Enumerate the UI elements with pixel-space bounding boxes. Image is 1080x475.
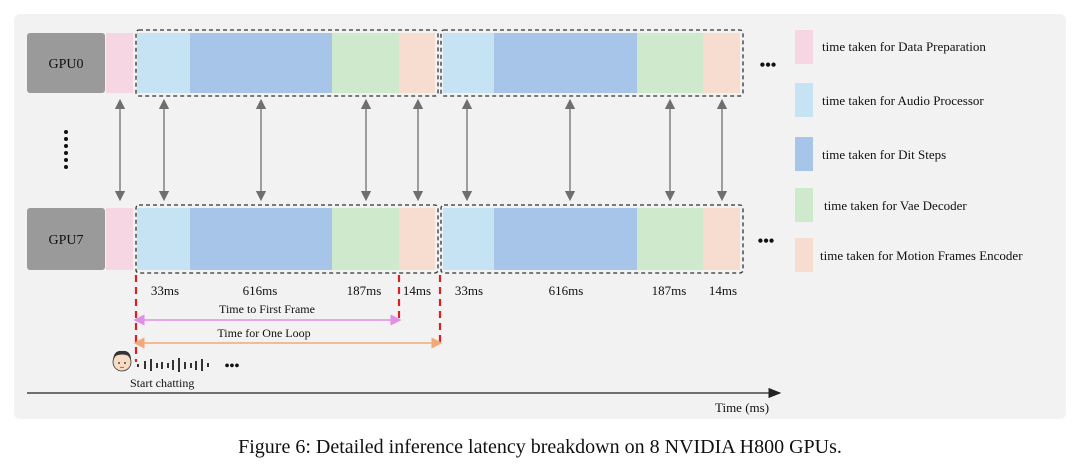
duration-labels: 33ms 616ms 187ms 14ms 33ms 616ms 187ms 1…	[151, 283, 737, 298]
start-chatting-label: Start chatting	[130, 376, 194, 390]
gpu0-loop2-dashed-frame	[440, 29, 744, 97]
legend-swatch-vae-decoder	[795, 188, 813, 222]
gpu7-loop2-motion-frames-encoder-segment	[703, 208, 740, 270]
legend-item-dit-steps: time taken for Dit Steps	[795, 137, 946, 171]
gpu7-row: GPU7 •••	[27, 204, 775, 274]
time-axis-label: Time (ms)	[715, 400, 769, 415]
loop1-motion-duration: 14ms	[403, 283, 431, 298]
loop1-audio-duration: 33ms	[151, 283, 179, 298]
gpu0-row: GPU0 •••	[27, 29, 777, 97]
legend-item-motion-frames-encoder: time taken for Motion Frames Encoder	[795, 238, 1023, 272]
loop1-dit-duration: 616ms	[243, 283, 278, 298]
gpu7-loop2-audio-processor-segment	[443, 208, 494, 270]
gpu7-loop2-dit-steps-segment	[494, 208, 637, 270]
legend-item-audio-processor: time taken for Audio Processor	[795, 83, 984, 117]
gpu7-loop1-dashed-frame	[135, 204, 439, 274]
gpu7-data-preparation-segment	[106, 208, 133, 270]
gpu0-loop1-vae-decoder-segment	[332, 33, 399, 93]
gpu0-horizontal-ellipsis: •••	[760, 57, 777, 74]
gpu0-loop1-motion-frames-encoder-segment	[399, 33, 435, 93]
time-to-first-frame-label: Time to First Frame	[219, 302, 315, 316]
gpu0-loop1-dashed-frame	[135, 29, 439, 97]
time-for-one-loop-label: Time for One Loop	[217, 326, 310, 340]
loop1-vae-duration: 187ms	[347, 283, 382, 298]
legend-item-data-preparation: time taken for Data Preparation	[795, 30, 986, 64]
loop2-audio-duration: 33ms	[455, 283, 483, 298]
waveform-ellipsis: •••	[225, 359, 240, 374]
latency-diagram: GPU0 ••• GPU7	[27, 29, 1023, 415]
gpu7-loop2-dashed-frame	[440, 204, 744, 274]
figure-caption: Figure 6: Detailed inference latency bre…	[238, 436, 842, 458]
gpu7-horizontal-ellipsis: •••	[758, 233, 775, 250]
legend-swatch-motion-frames-encoder	[795, 238, 813, 272]
time-axis: Time (ms)	[27, 387, 782, 415]
gpu0-label: GPU0	[48, 57, 83, 72]
gpu0-loop2-motion-frames-encoder-segment	[703, 33, 740, 93]
gpu0-loop2-vae-decoder-segment	[637, 33, 703, 93]
loop2-dit-duration: 616ms	[549, 283, 584, 298]
legend-label-motion-frames-encoder: time taken for Motion Frames Encoder	[820, 248, 1023, 263]
gpu0-data-preparation-segment	[106, 33, 133, 93]
gpu0-loop2-audio-processor-segment	[443, 33, 494, 93]
legend-item-vae-decoder: time taken for Vae Decoder	[795, 188, 967, 222]
time-for-one-loop: Time for One Loop	[133, 326, 443, 349]
legend-label-dit-steps: time taken for Dit Steps	[822, 147, 946, 162]
gpu7-loop1-dit-steps-segment	[190, 208, 332, 270]
gpu7-loop1-vae-decoder-segment	[332, 208, 399, 270]
legend: time taken for Data Preparation time tak…	[795, 30, 1023, 272]
legend-swatch-dit-steps	[795, 137, 813, 171]
gpu0-loop1-dit-steps-segment	[190, 33, 332, 93]
loop2-vae-duration: 187ms	[652, 283, 687, 298]
legend-swatch-data-preparation	[795, 30, 813, 64]
legend-label-vae-decoder: time taken for Vae Decoder	[824, 198, 967, 213]
legend-swatch-audio-processor	[795, 83, 813, 117]
legend-label-audio-processor: time taken for Audio Processor	[822, 93, 984, 108]
time-to-first-frame: Time to First Frame	[133, 302, 402, 326]
gpu0-loop2-dit-steps-segment	[494, 33, 637, 93]
gpu7-box	[27, 208, 105, 270]
avatar-icon	[112, 350, 132, 372]
loop2-motion-duration: 14ms	[709, 283, 737, 298]
gpu7-label: GPU7	[48, 233, 83, 248]
start-chatting: ••• Start chatting	[112, 350, 240, 390]
audio-waveform-icon	[137, 358, 209, 372]
legend-label-data-preparation: time taken for Data Preparation	[822, 39, 986, 54]
vertical-ellipsis	[64, 130, 68, 169]
gpu7-loop1-motion-frames-encoder-segment	[399, 208, 435, 270]
gpu7-loop2-vae-decoder-segment	[637, 208, 703, 270]
red-markers	[134, 275, 442, 362]
gpu0-box	[27, 33, 105, 93]
gpu0-loop1-audio-processor-segment	[137, 33, 190, 93]
sync-arrows	[114, 98, 728, 202]
gpu7-loop1-audio-processor-segment	[137, 208, 190, 270]
